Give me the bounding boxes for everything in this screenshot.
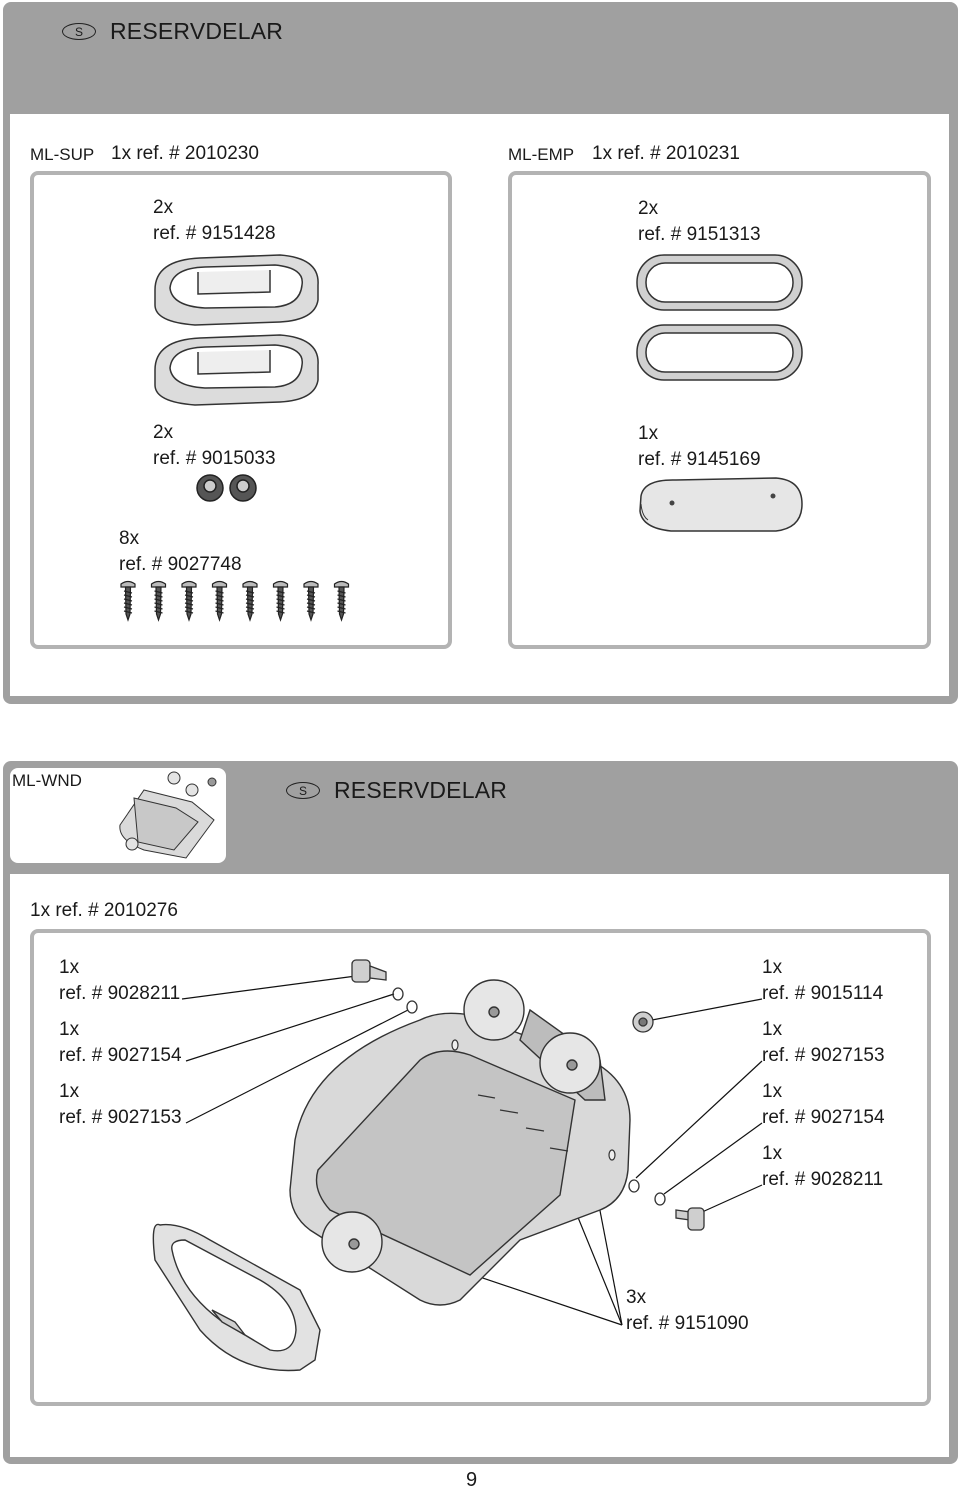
section-1-title: RESERVDELAR (110, 18, 284, 44)
language-badge: S (286, 782, 320, 799)
ml-sup-part-3-label: 8x ref. # 9027748 (119, 528, 242, 575)
section-2-header: S RESERVDELAR (286, 777, 507, 804)
ml-emp-part-1-label: 2x ref. # 9151313 (638, 198, 761, 245)
ml-wnd-left-part-2-label: 1x ref. # 9027154 (59, 1019, 182, 1066)
wind-deflector-thumbnail-icon (119, 771, 217, 859)
ml-sup-parts-box (30, 171, 452, 649)
ml-emp-parts-box (508, 171, 931, 649)
section-2-title: RESERVDELAR (334, 777, 508, 803)
ml-emp-part-2-label: 1x ref. # 9145169 (638, 423, 761, 470)
screw-icon (120, 580, 350, 622)
section-1-header: S RESERVDELAR (62, 18, 283, 45)
ml-sup-model-label: ML-SUP (30, 145, 95, 164)
ml-wnd-right-part-3-label: 1x ref. # 9027154 (762, 1081, 885, 1128)
oval-plate-icon (639, 477, 803, 532)
ml-wnd-bottom-part-label: 3x ref. # 9151090 (626, 1287, 749, 1334)
rubber-grommet-icon (196, 474, 257, 502)
ml-wnd-left-part-1-label: 1x ref. # 9028211 (59, 957, 181, 1004)
ml-sup-part-2-label: 2x ref. # 9015033 (153, 422, 276, 469)
ml-wnd-right-part-1-label: 1x ref. # 9015114 (762, 957, 884, 1004)
ml-emp-kit-ref: 1x ref. # 2010231 (592, 143, 740, 164)
ml-wnd-parts-box (30, 929, 931, 1406)
ml-wnd-left-part-3-label: 1x ref. # 9027153 (59, 1081, 182, 1128)
oval-mounting-frame-icon (154, 254, 319, 406)
section-1-body (10, 114, 949, 696)
page-number: 9 (466, 1469, 478, 1491)
ml-sup-part-1-label: 2x ref. # 9151428 (153, 197, 276, 244)
ml-sup-kit-ref: 1x ref. # 2010230 (111, 143, 259, 164)
oval-gasket-icon (636, 254, 803, 381)
ml-wnd-model-label: ML-WND (12, 771, 82, 790)
ml-wnd-kit-ref: 1x ref. # 2010276 (30, 900, 178, 921)
ml-emp-model-label: ML-EMP (508, 145, 575, 164)
ml-wnd-right-part-2-label: 1x ref. # 9027153 (762, 1019, 885, 1066)
language-badge: S (62, 23, 96, 40)
ml-wnd-right-part-4-label: 1x ref. # 9028211 (762, 1143, 884, 1190)
